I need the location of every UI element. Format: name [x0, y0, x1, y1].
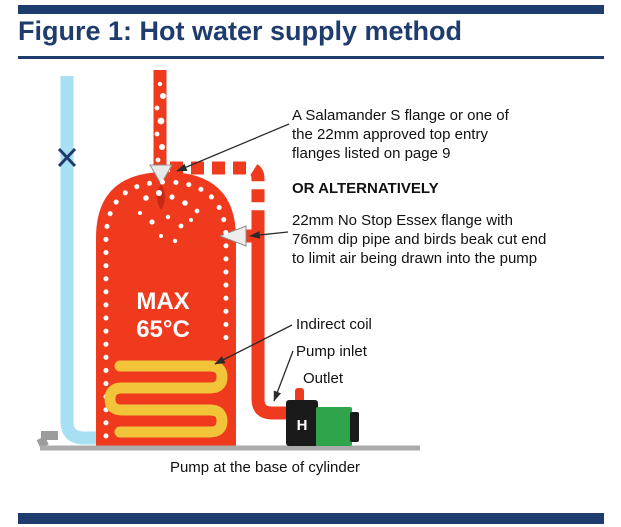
top-entry-flange: [149, 164, 173, 185]
cylinder-max-label: MAX: [136, 288, 189, 315]
annotation-outlet: Outlet: [303, 370, 344, 387]
pump-head: [286, 400, 318, 446]
annotation-essex-flange: 22mm No Stop Essex flange with 76mm dip …: [292, 212, 547, 267]
drain-cock: [36, 431, 58, 449]
leader-pump-inlet: [273, 350, 294, 402]
annotation-pump-inlet: Pump inlet: [296, 343, 367, 360]
essex-flange: [218, 225, 247, 247]
annotation-top-flange: A Salamander S flange or one of the 22mm…: [292, 107, 509, 162]
annotation-indirect-coil: Indirect coil: [296, 316, 372, 333]
pump-head-label: H: [297, 417, 308, 434]
figure-title: Figure 1: Hot water supply method: [18, 16, 463, 46]
leader-essex-flange: [249, 231, 289, 239]
cold-feed-pipe: [60, 76, 99, 445]
top-bar: [18, 5, 604, 14]
bottom-bar: [18, 513, 604, 524]
dashed-top-entry-pipe: [170, 161, 265, 222]
leader-indirect-coil: [214, 324, 293, 365]
leader-lines: [176, 123, 294, 402]
gate-valve-icon: [57, 147, 77, 168]
diagram-caption: Pump at the base of cylinder: [169, 459, 361, 476]
pump: H: [286, 388, 359, 446]
air-bubbles: [138, 81, 200, 244]
annotation-or-alternatively: OR ALTERNATIVELY: [292, 180, 439, 197]
pump-end-cap: [350, 412, 359, 442]
pump-motor: [316, 407, 352, 446]
cylinder-dots: [103, 179, 229, 439]
pump-feed-pipe: [251, 221, 287, 420]
indirect-coil: [104, 360, 228, 438]
leader-top-flange: [176, 123, 290, 172]
hot-water-cylinder: [96, 172, 236, 448]
cylinder-temp-label: 65°C: [136, 316, 190, 343]
title-divider: [18, 56, 604, 59]
